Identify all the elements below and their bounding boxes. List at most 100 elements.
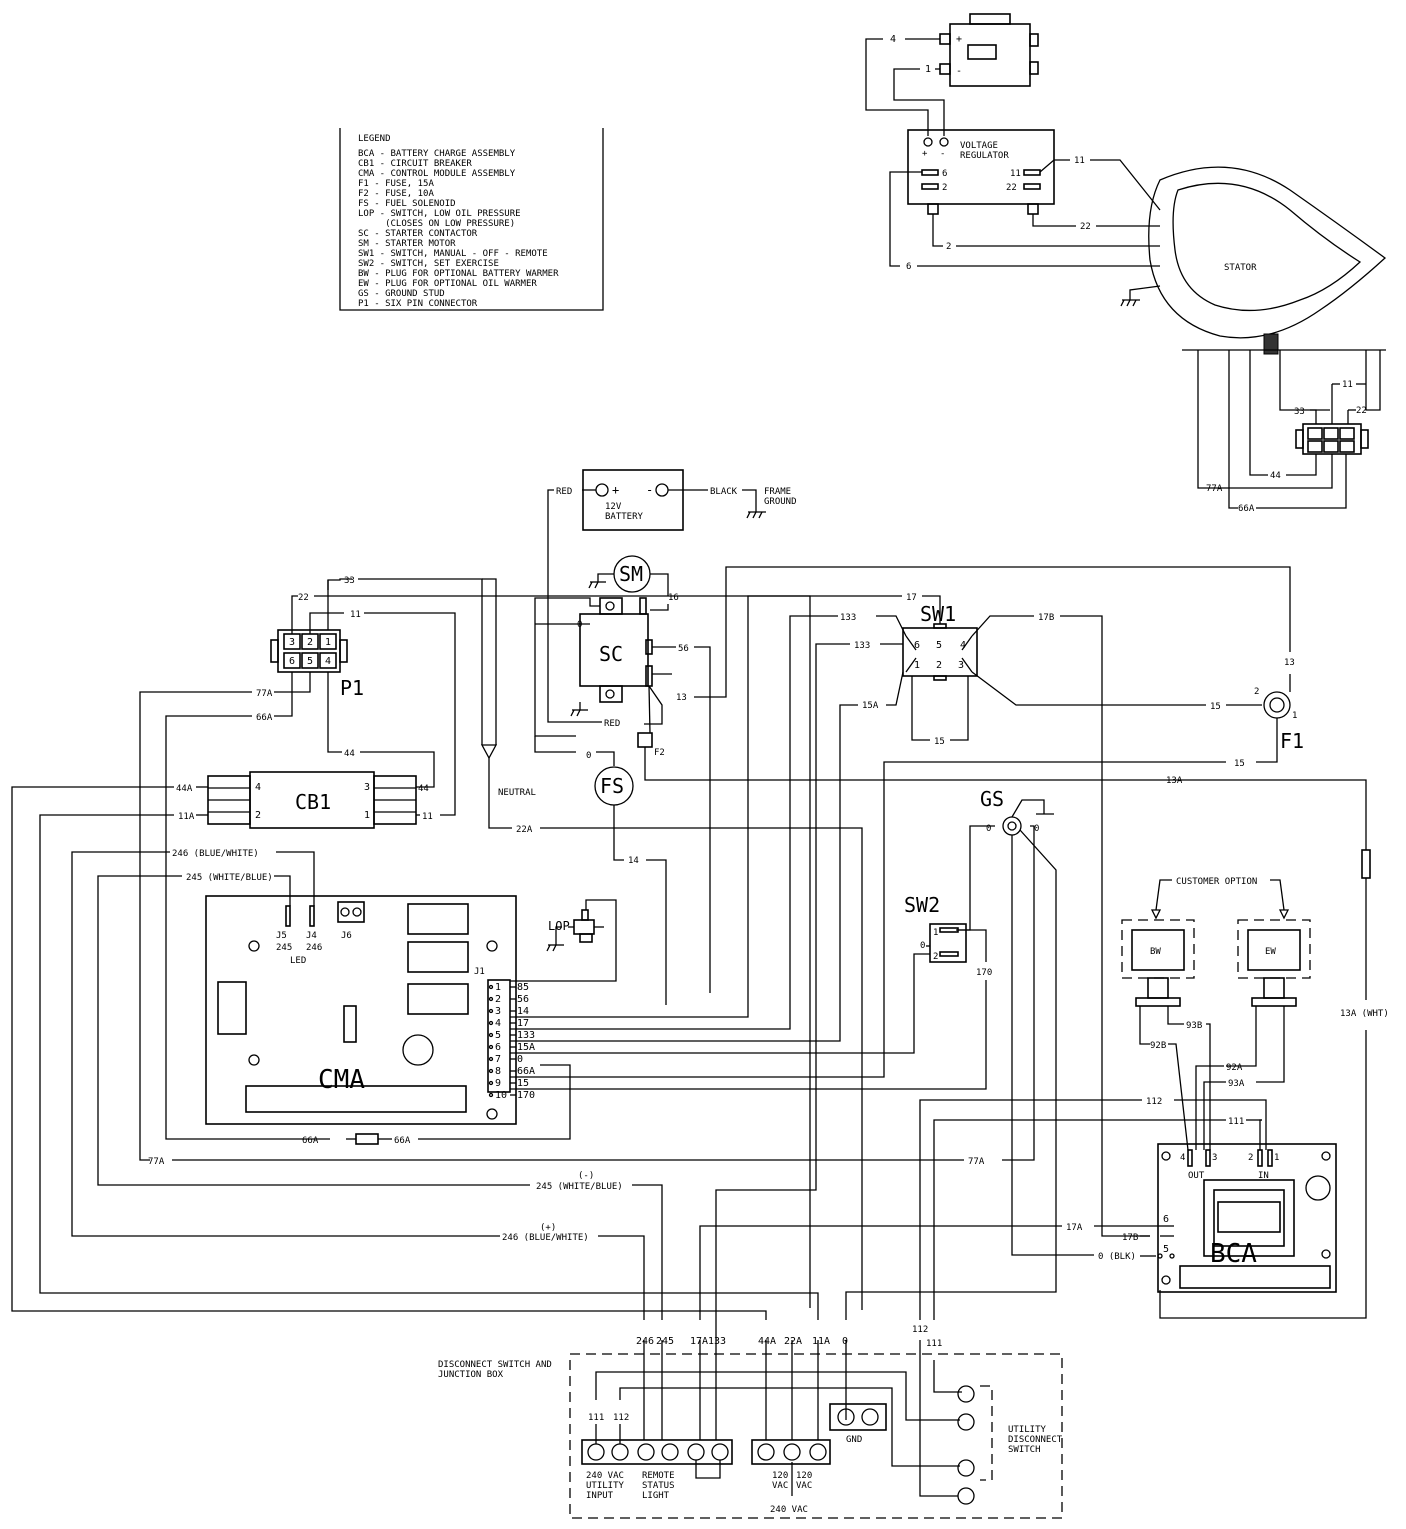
- svg-text:11A: 11A: [178, 812, 195, 822]
- svg-text:16: 16: [668, 593, 679, 603]
- svg-text:2: 2: [942, 183, 947, 193]
- svg-text:33: 33: [1294, 407, 1305, 417]
- jb-terminal-label: 245: [656, 1336, 674, 1347]
- svg-text:4: 4: [1180, 1153, 1185, 1163]
- stator-connector: 33 11 22 44 77A 66A: [1206, 380, 1369, 514]
- wire-0-blk-label: 0 (BLK): [1098, 1252, 1136, 1262]
- lop-label: LOP: [548, 919, 570, 933]
- bca-module: 4 3 2 1 OUT IN BCA 6 5 17A 17B 112 111: [699, 1097, 1337, 1320]
- j1-pin-number: 7: [495, 1054, 501, 1065]
- svg-text:111: 111: [588, 1413, 604, 1423]
- sw2-switch: SW2 1 2 0 170: [510, 893, 992, 1090]
- svg-text:22: 22: [298, 593, 309, 603]
- svg-text:15A: 15A: [862, 701, 879, 711]
- j1-wire-label: 133: [517, 1030, 535, 1041]
- svg-text:1: 1: [925, 64, 931, 75]
- svg-text:1: 1: [933, 928, 938, 938]
- j1-label: J1: [474, 967, 485, 977]
- svg-text:0: 0: [577, 620, 582, 630]
- svg-text:13: 13: [676, 693, 687, 703]
- legend-item: P1 - SIX PIN CONNECTOR: [358, 299, 478, 309]
- svg-text:92B: 92B: [1150, 1041, 1166, 1051]
- svg-text:14: 14: [628, 856, 639, 866]
- svg-text:66A: 66A: [1238, 504, 1255, 514]
- legend-item: (CLOSES ON LOW PRESSURE): [358, 219, 515, 229]
- svg-text:133: 133: [840, 613, 856, 623]
- svg-text:77A: 77A: [1206, 484, 1223, 494]
- svg-text:6: 6: [942, 169, 947, 179]
- svg-text:112: 112: [1146, 1097, 1162, 1107]
- svg-text:22: 22: [1356, 406, 1367, 416]
- svg-text:11: 11: [1074, 156, 1085, 166]
- svg-text:112: 112: [912, 1325, 928, 1335]
- legend-item: GS - GROUND STUD: [358, 289, 445, 299]
- svg-text:246 (BLUE/WHITE): 246 (BLUE/WHITE): [502, 1233, 589, 1243]
- cb1-label: CB1: [295, 790, 331, 814]
- sw2-label: SW2: [904, 893, 940, 917]
- svg-text:170: 170: [976, 968, 992, 978]
- legend-item: SM - STARTER MOTOR: [358, 239, 456, 249]
- j1-pin-dot: [488, 1032, 494, 1038]
- gnd-label: GND: [846, 1435, 862, 1445]
- svg-text:+: +: [956, 34, 962, 45]
- legend-item: SW2 - SWITCH, SET EXERCISE: [358, 259, 499, 269]
- bw-label: BW: [1150, 947, 1161, 957]
- stator: STATOR: [1120, 166, 1387, 509]
- lop-switch: LOP: [510, 899, 617, 982]
- svg-text:66A: 66A: [256, 713, 273, 723]
- top-battery-module: + - 4 1: [865, 13, 1039, 136]
- svg-text:1: 1: [914, 660, 920, 671]
- wire-246-top-label: 246 (BLUE/WHITE): [172, 849, 259, 859]
- svg-text:0: 0: [920, 941, 925, 951]
- legend-item: CB1 - CIRCUIT BREAKER: [358, 159, 472, 169]
- starter-motor: SM 16: [588, 555, 679, 611]
- svg-text:4: 4: [255, 782, 261, 793]
- f1-label: F1: [1280, 729, 1304, 753]
- svg-text:22: 22: [1006, 183, 1017, 193]
- j1-pin-dot: [488, 1092, 494, 1098]
- j1-pin-number: 8: [495, 1066, 501, 1077]
- j4-label: J4: [306, 931, 317, 941]
- jb-terminal-label: 133: [708, 1336, 726, 1347]
- j1-wire-label: 170: [517, 1090, 535, 1101]
- legend-title: LEGEND: [358, 134, 391, 144]
- svg-text:3: 3: [958, 660, 964, 671]
- j1-wire-label: 56: [517, 994, 529, 1005]
- svg-text:0: 0: [1034, 824, 1039, 834]
- wire-red-label: RED: [556, 487, 572, 497]
- svg-text:17B: 17B: [1038, 613, 1054, 623]
- legend-item: LOP - SWITCH, LOW OIL PRESSURE: [358, 209, 521, 219]
- svg-text:0: 0: [986, 824, 991, 834]
- svg-text:2: 2: [255, 810, 261, 821]
- svg-text:77A: 77A: [256, 689, 273, 699]
- legend-item: F1 - FUSE, 15A: [358, 179, 434, 189]
- cma-module: J6 J5 J4 245 246 LED CMA J1 245 (WHITE/B…: [71, 849, 571, 1237]
- svg-text:2: 2: [946, 242, 951, 252]
- j1-wire-label: 0: [517, 1054, 523, 1065]
- fs-label: FS: [600, 774, 624, 798]
- svg-text:245 (WHITE/BLUE): 245 (WHITE/BLUE): [536, 1182, 623, 1192]
- svg-text:17B: 17B: [1122, 1233, 1138, 1243]
- j1-pin-number: 9: [495, 1078, 501, 1089]
- j1-pin-dot: [488, 1020, 494, 1026]
- svg-text:-: -: [646, 483, 653, 497]
- svg-text:93B: 93B: [1186, 1021, 1202, 1031]
- neutral: 33 NEUTRAL 22A: [327, 576, 863, 1310]
- jb-terminal-label: 17A: [690, 1336, 708, 1347]
- svg-text:3: 3: [364, 782, 370, 793]
- svg-text:111: 111: [926, 1339, 942, 1349]
- j1-pin-number: 10: [495, 1090, 507, 1101]
- j1-pin-dot: [488, 1044, 494, 1050]
- j1-wire-label: 15A: [517, 1042, 535, 1053]
- led-label: LED: [290, 956, 306, 966]
- out-label: OUT: [1188, 1171, 1205, 1181]
- svg-text:15: 15: [1210, 702, 1221, 712]
- ew-label: EW: [1265, 947, 1276, 957]
